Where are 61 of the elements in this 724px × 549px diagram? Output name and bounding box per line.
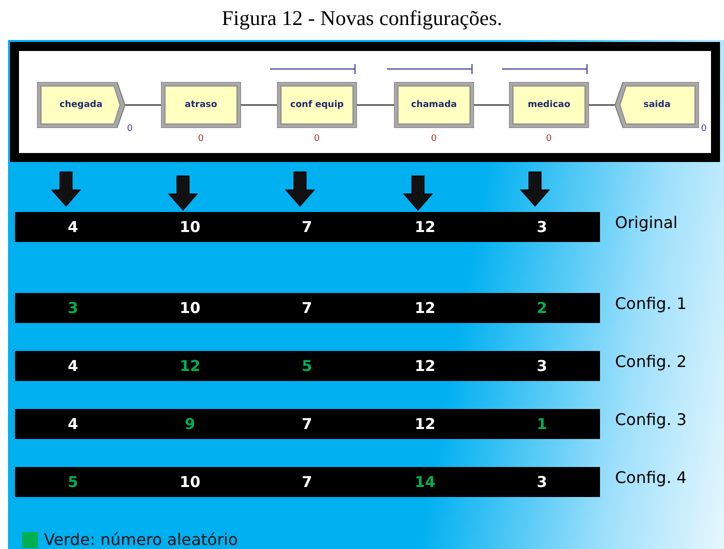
value-text: 10 bbox=[180, 218, 200, 236]
connector bbox=[474, 104, 509, 106]
value-text: 14 bbox=[414, 473, 436, 491]
dispose-module bbox=[615, 82, 699, 128]
counter-value: 0 bbox=[127, 124, 133, 134]
row-label: Config. 2 bbox=[615, 352, 687, 371]
connector bbox=[125, 104, 161, 106]
legend-text: Verde: número aleatório bbox=[44, 530, 238, 549]
counter-value: 0 bbox=[314, 134, 320, 144]
value-text: 3 bbox=[536, 357, 548, 375]
value-text: 7 bbox=[302, 473, 312, 491]
counter-value: 0 bbox=[546, 134, 552, 144]
module-label: atraso bbox=[184, 100, 218, 110]
value-text: 4 bbox=[68, 218, 78, 236]
value-text: 7 bbox=[302, 299, 312, 317]
create-module bbox=[37, 82, 125, 128]
value-text: 12 bbox=[414, 299, 436, 317]
value-text: 4 bbox=[68, 357, 78, 375]
model-panel bbox=[10, 42, 720, 162]
value-text: 3 bbox=[536, 218, 548, 236]
value-text: 12 bbox=[414, 357, 436, 375]
counter-value: 0 bbox=[701, 124, 707, 134]
connector bbox=[589, 104, 615, 106]
value-text: 7 bbox=[302, 218, 312, 236]
value-bar bbox=[15, 293, 600, 323]
value-text: 2 bbox=[536, 299, 548, 317]
value-bar bbox=[15, 351, 600, 381]
connector bbox=[357, 104, 394, 106]
counter-value: 0 bbox=[431, 134, 437, 144]
module-label: saida bbox=[643, 100, 671, 110]
value-text: 5 bbox=[302, 357, 312, 375]
row-label: Config. 1 bbox=[615, 294, 687, 313]
value-text: 3 bbox=[68, 299, 78, 317]
value-bar bbox=[15, 212, 600, 242]
process-module bbox=[161, 82, 241, 128]
row-label: Config. 4 bbox=[615, 468, 687, 487]
module-label: chamada bbox=[411, 100, 457, 110]
process-module bbox=[277, 82, 357, 128]
row-label: Original bbox=[615, 213, 678, 232]
counter-value: 0 bbox=[198, 134, 204, 144]
module-label: conf equip bbox=[290, 100, 344, 110]
process-module bbox=[394, 82, 474, 128]
value-text: 9 bbox=[184, 415, 196, 433]
connector bbox=[241, 104, 277, 106]
value-bar bbox=[15, 467, 600, 497]
row-label: Config. 3 bbox=[615, 410, 687, 429]
value-text: 10 bbox=[180, 473, 200, 491]
module-label: medicao bbox=[528, 100, 570, 110]
value-text: 1 bbox=[536, 415, 548, 433]
value-bar bbox=[15, 409, 600, 439]
figure-title: Figura 12 - Novas configurações. bbox=[220, 6, 504, 31]
value-text: 3 bbox=[536, 473, 548, 491]
value-text: 7 bbox=[302, 415, 312, 433]
value-text: 4 bbox=[68, 415, 78, 433]
value-text: 10 bbox=[180, 299, 200, 317]
module-label: chegada bbox=[60, 100, 102, 110]
value-text: 12 bbox=[414, 415, 436, 433]
value-text: 5 bbox=[68, 473, 78, 491]
process-module bbox=[509, 82, 589, 128]
value-text: 12 bbox=[414, 218, 436, 236]
value-text: 12 bbox=[180, 357, 200, 375]
